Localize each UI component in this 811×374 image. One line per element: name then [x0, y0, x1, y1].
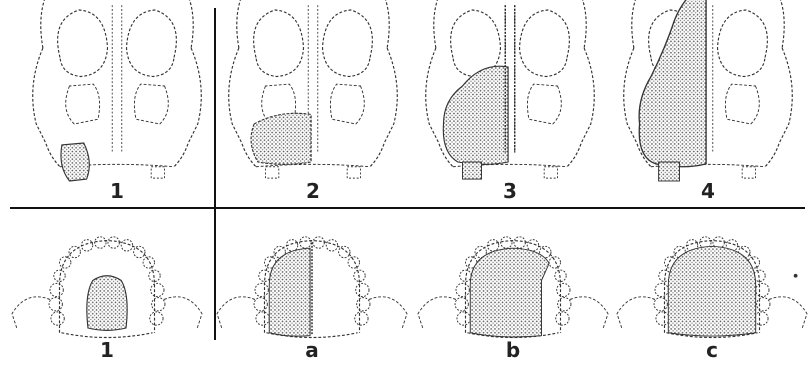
skull-panel-1 — [33, 0, 202, 181]
bottom-label-a: a — [305, 340, 319, 360]
skull-panel-2 — [229, 0, 398, 178]
bottom-label-b: b — [506, 340, 520, 360]
top-label-1: 1 — [110, 181, 124, 201]
top-label-3: 3 — [503, 181, 517, 201]
skull-panel-4 — [624, 0, 793, 181]
palate-panel-b — [418, 237, 608, 338]
palate-panel-c — [617, 237, 807, 338]
palate-panel-1 — [12, 237, 202, 338]
skull-panel-3 — [426, 0, 595, 179]
bottom-label-c: c — [706, 340, 718, 360]
top-label-2: 2 — [306, 181, 320, 201]
bottom-label-1: 1 — [100, 340, 114, 360]
top-label-4: 4 — [701, 181, 715, 201]
palate-panel-a — [217, 237, 407, 338]
